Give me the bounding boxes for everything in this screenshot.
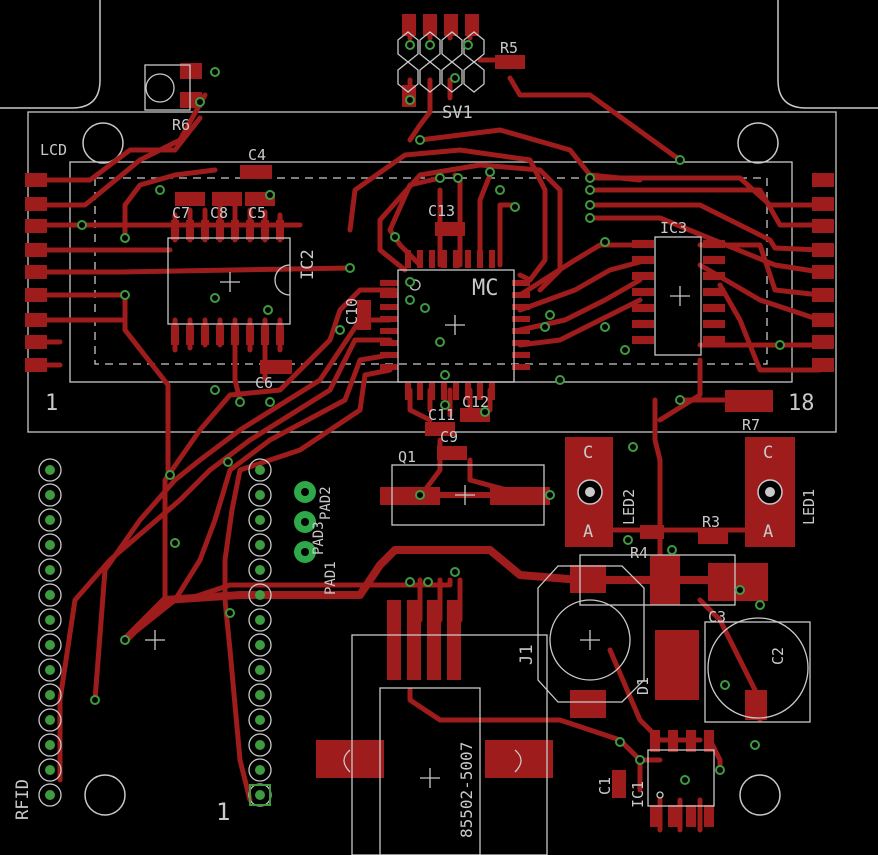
label-mc: MC xyxy=(472,276,499,301)
label-header-pin1: 1 xyxy=(216,798,230,826)
label-led2-c: C xyxy=(583,443,593,463)
label-c7: C7 xyxy=(172,204,190,222)
header-pin1-marker xyxy=(249,784,271,806)
label-c4: C4 xyxy=(248,146,266,164)
label-usb: 85502-5007 xyxy=(457,742,476,838)
label-c1: C1 xyxy=(596,777,614,795)
label-q1: Q1 xyxy=(398,448,416,466)
label-r3: R3 xyxy=(702,513,720,531)
label-sv1: SV1 xyxy=(442,103,473,123)
vias xyxy=(77,40,785,785)
label-led1-c: C xyxy=(763,443,773,463)
label-lcd-pin18: 18 xyxy=(788,391,815,416)
sv1-outline xyxy=(397,31,485,93)
label-d1: D1 xyxy=(634,677,652,695)
label-lcd-pin1: 1 xyxy=(45,391,58,416)
label-ic3: IC3 xyxy=(660,219,687,237)
header-left xyxy=(38,458,62,807)
label-c8: C8 xyxy=(210,204,228,222)
label-pad1: PAD1 xyxy=(323,561,339,595)
label-c9: C9 xyxy=(440,428,458,446)
silkscreen-labels: LCD 1 18 RFID 1 MC IC2 IC3 IC1 R5 R6 R7 … xyxy=(13,39,818,838)
label-rfid: RFID xyxy=(13,779,33,820)
label-r7: R7 xyxy=(742,416,760,434)
usb-slots xyxy=(343,749,522,773)
test-pads xyxy=(294,481,316,563)
header-holes xyxy=(45,465,265,800)
label-ic2: IC2 xyxy=(298,249,318,280)
header-right xyxy=(248,458,272,807)
label-c3: C3 xyxy=(708,608,726,626)
led-circles xyxy=(577,479,783,505)
label-c5: C5 xyxy=(248,204,266,222)
label-led2-a: A xyxy=(583,522,593,542)
board-outline xyxy=(0,0,878,109)
label-ic1: IC1 xyxy=(629,781,647,808)
label-r4: R4 xyxy=(630,544,648,562)
label-c12: C12 xyxy=(462,393,489,411)
label-r6: R6 xyxy=(172,116,190,134)
label-c13: C13 xyxy=(428,202,455,220)
label-j1: J1 xyxy=(517,645,537,665)
label-r5: R5 xyxy=(500,39,518,57)
label-pad2: PAD2 xyxy=(318,486,334,520)
label-c10: C10 xyxy=(343,298,361,325)
silkscreen-outlines xyxy=(144,64,811,855)
label-c2: C2 xyxy=(769,647,787,665)
label-c6: C6 xyxy=(255,374,273,392)
center-crosses xyxy=(145,272,690,788)
label-led1: LED1 xyxy=(800,489,818,525)
mounting-holes xyxy=(82,122,781,816)
label-led1-a: A xyxy=(763,522,773,542)
label-led2: LED2 xyxy=(620,489,638,525)
label-lcd: LCD xyxy=(40,141,67,159)
label-pad3: PAD3 xyxy=(311,521,327,555)
label-c11: C11 xyxy=(428,406,455,424)
